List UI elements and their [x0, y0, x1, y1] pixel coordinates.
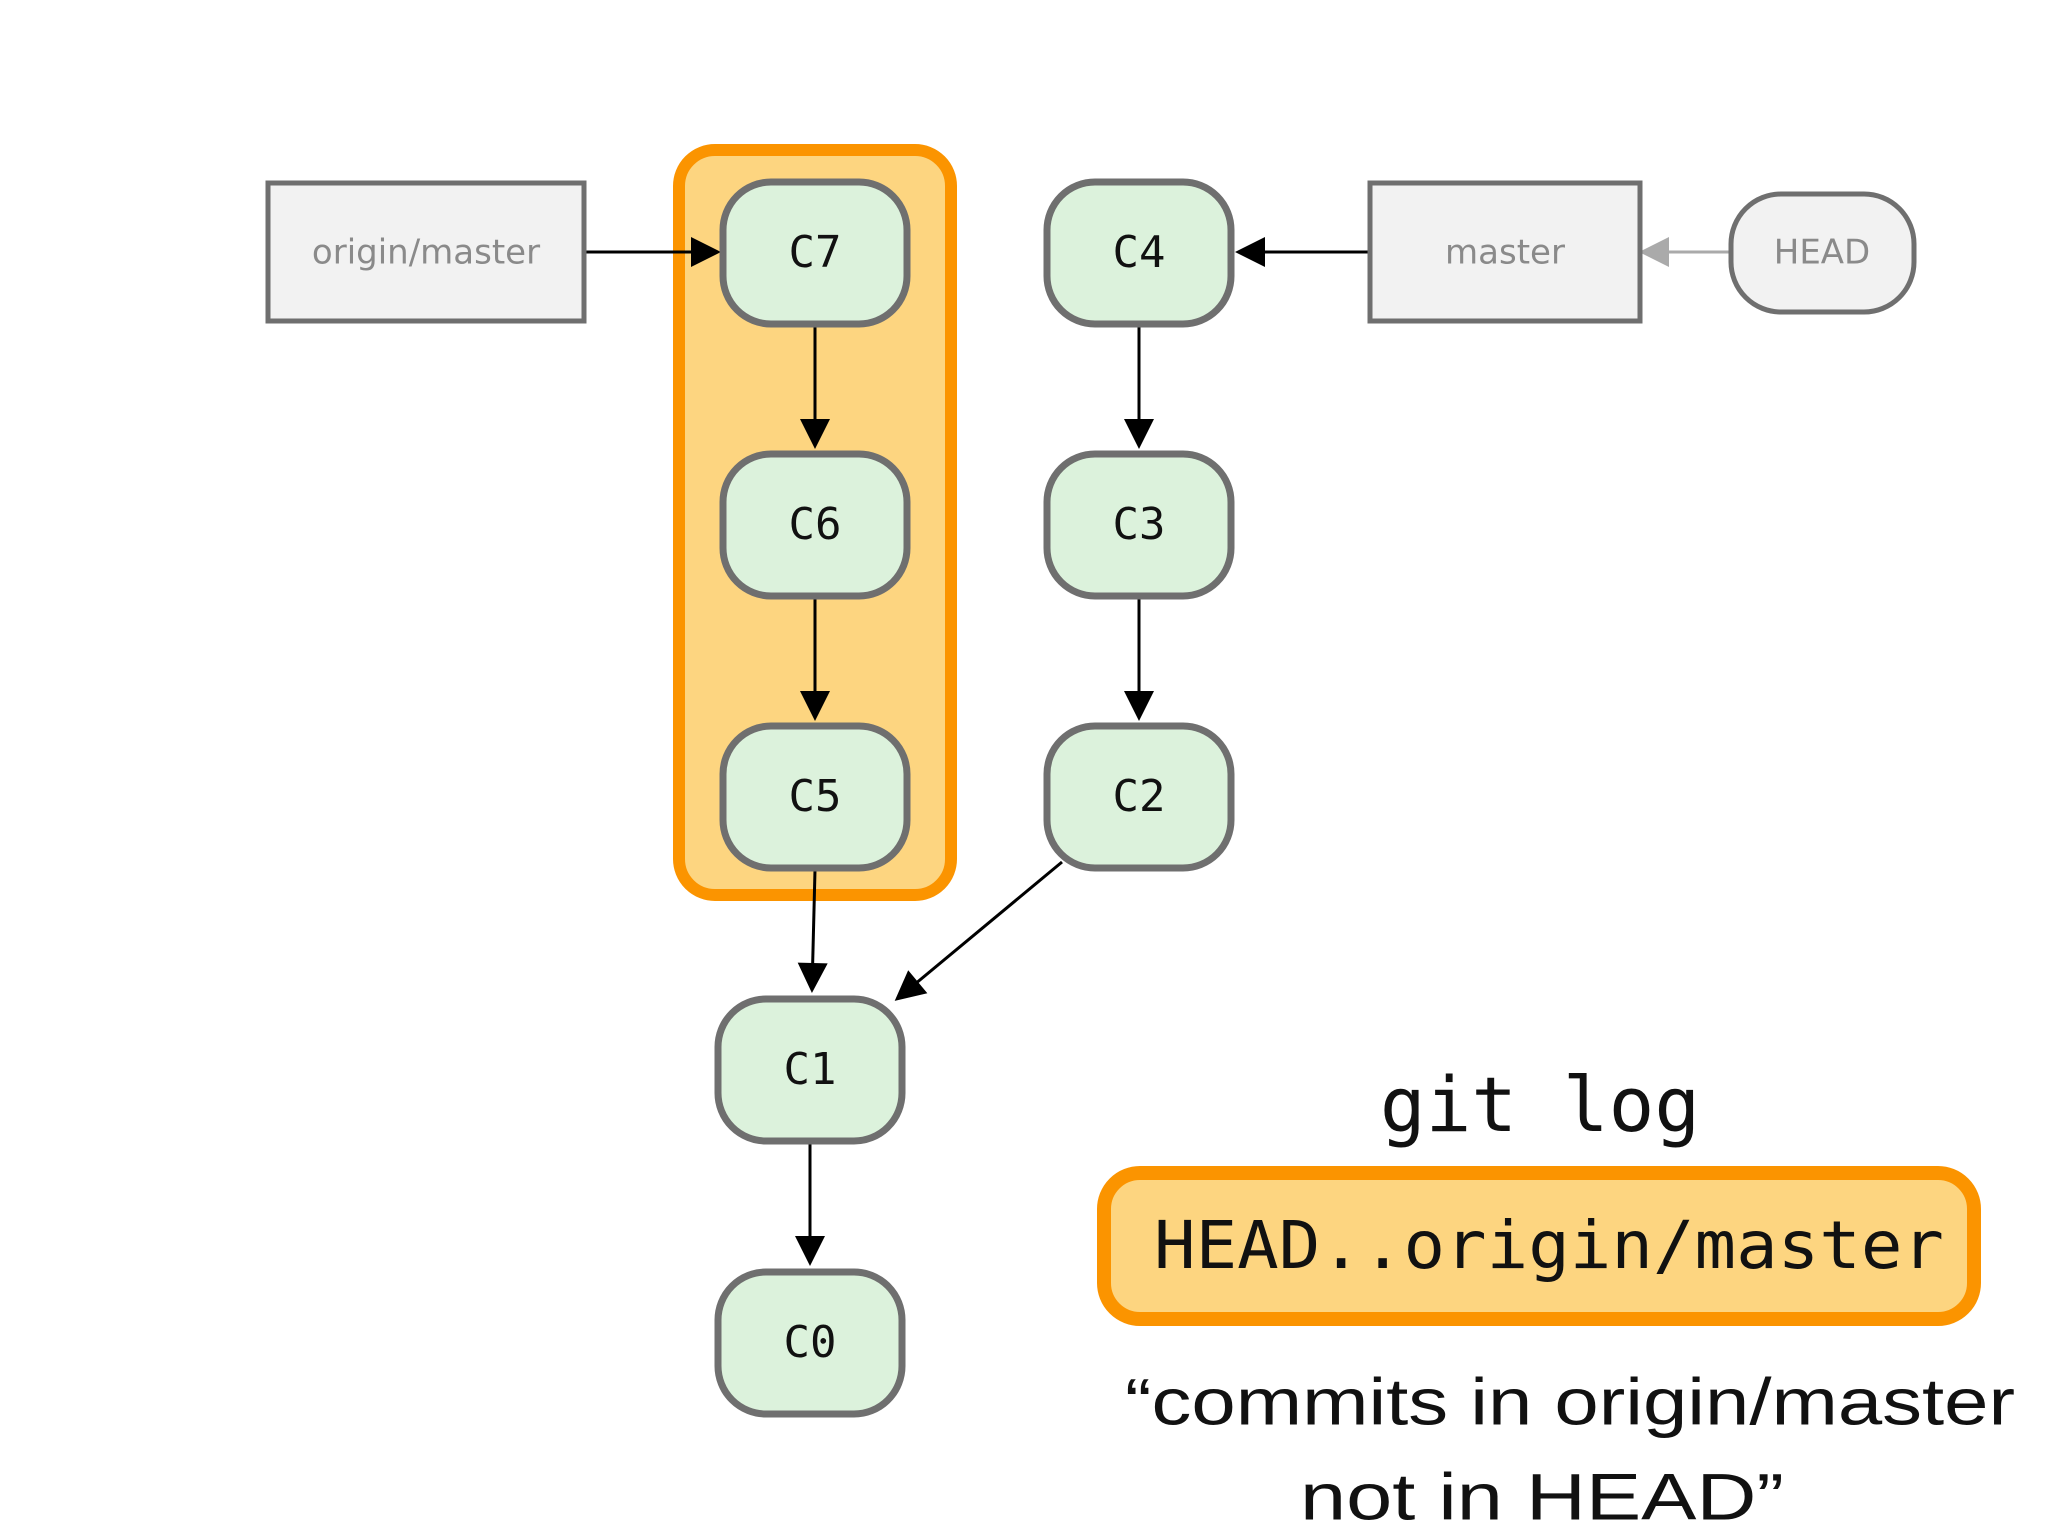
- caption-line-2: not in HEAD”: [1300, 1459, 1784, 1533]
- command-range-box: HEAD..origin/master: [1097, 1166, 1981, 1326]
- ref-master-label: master: [1445, 233, 1565, 273]
- commit-node-c6: C6: [719, 450, 911, 600]
- commit-node-c2: C2: [1043, 722, 1235, 872]
- commit-label-c4: C4: [1113, 227, 1166, 278]
- ref-origin-master: origin/master: [265, 180, 587, 324]
- ref-origin-master-label: origin/master: [312, 233, 540, 273]
- commit-label-c2: C2: [1113, 771, 1166, 822]
- commit-node-c0: C0: [714, 1268, 906, 1418]
- command-range-text: HEAD..origin/master: [1154, 1207, 1944, 1284]
- edge-c2-to-c1: [894, 860, 1063, 1001]
- commit-label-c3: C3: [1113, 499, 1166, 550]
- commit-edges: [584, 237, 1731, 1266]
- commit-label-c0: C0: [784, 1317, 837, 1368]
- ref-head: HEAD: [1728, 191, 1917, 315]
- ref-master: master: [1367, 180, 1643, 324]
- commit-node-c3: C3: [1043, 450, 1235, 600]
- command-title: git log: [1380, 1060, 1700, 1149]
- commit-node-c1: C1: [714, 995, 906, 1145]
- commit-label-c5: C5: [789, 771, 842, 822]
- commit-label-c6: C6: [789, 499, 842, 550]
- commit-label-c1: C1: [784, 1044, 837, 1095]
- commit-node-c5: C5: [719, 722, 911, 872]
- commit-node-c4: C4: [1043, 178, 1235, 328]
- edge-c5-to-c1: [797, 869, 828, 993]
- caption-line-1: “commits in origin/master: [1125, 1364, 2015, 1438]
- ref-head-label: HEAD: [1774, 233, 1871, 273]
- commit-node-c7: C7: [719, 178, 911, 328]
- commit-label-c7: C7: [789, 227, 842, 278]
